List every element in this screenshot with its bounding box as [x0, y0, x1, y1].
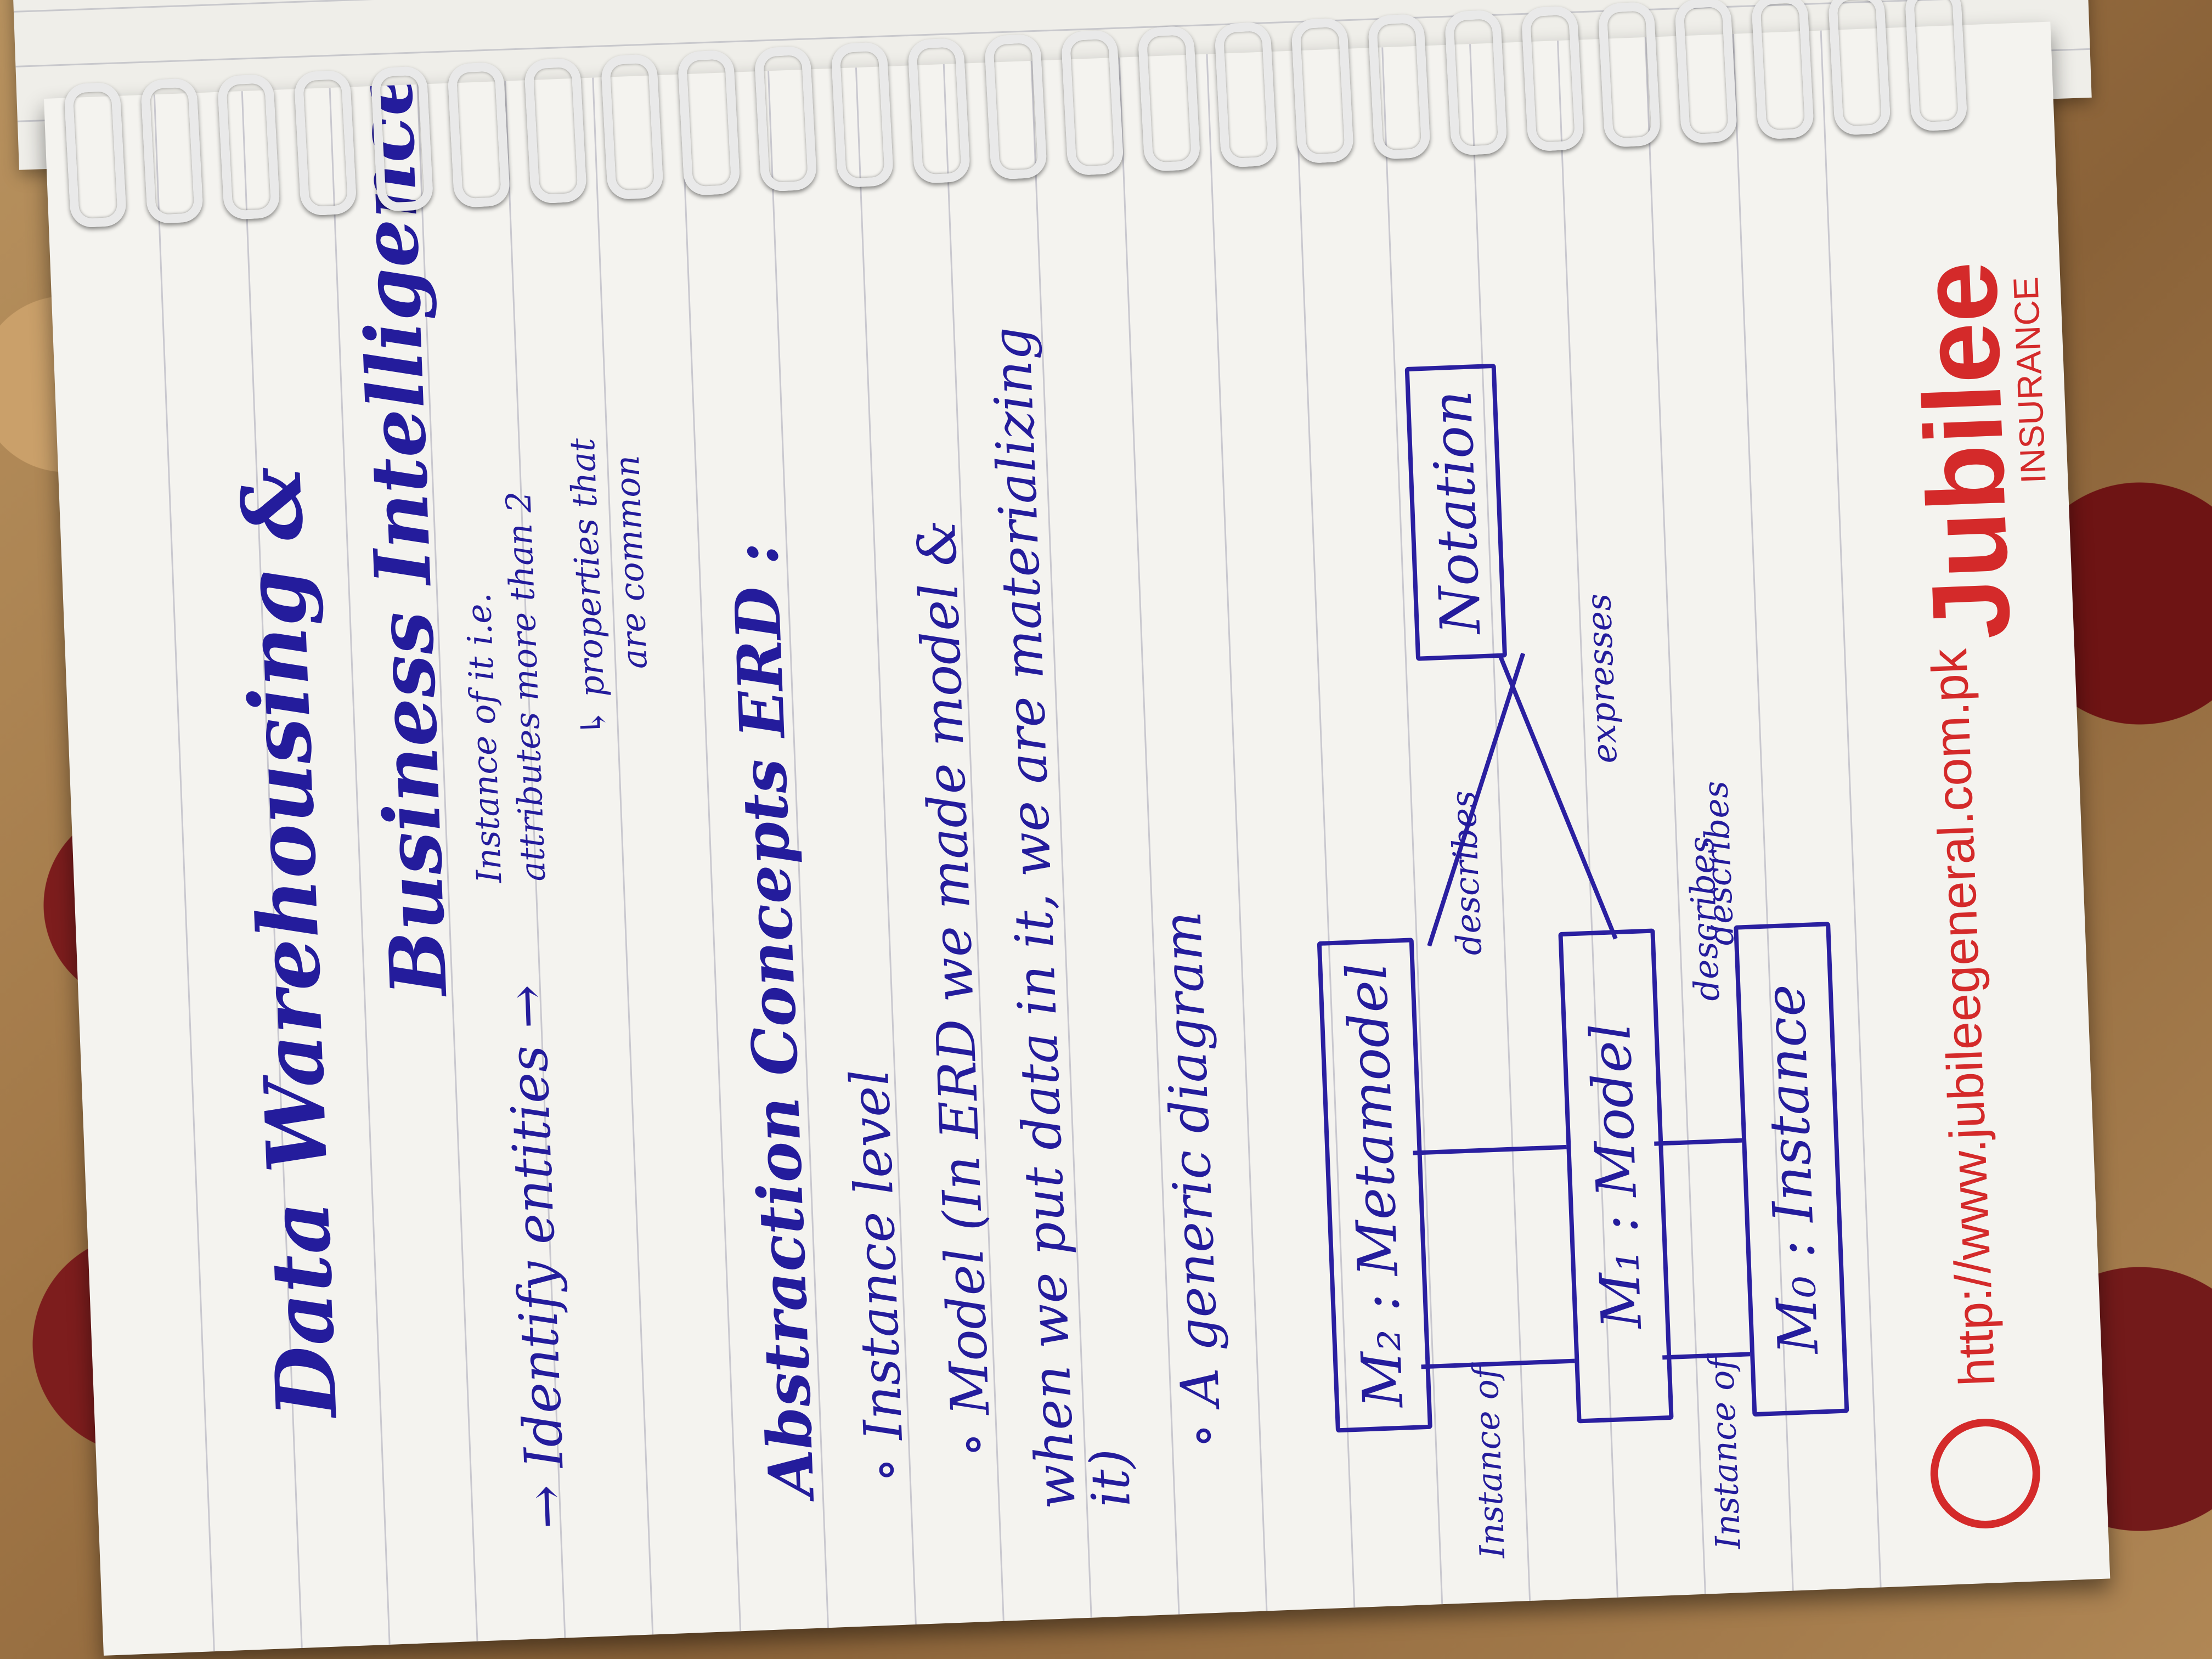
metamodel-label: M₂ : Metamodel [1334, 961, 1415, 1409]
instance-of-label-2: Instance of [1701, 1357, 1748, 1550]
instance-of-label-1: Instance of [1465, 1365, 1513, 1559]
list-item-model-end: it) [1078, 1447, 1142, 1509]
globe-icon [1928, 1417, 2042, 1531]
instance-label: M₀ : Instance [1752, 983, 1831, 1356]
bullet-identify-entities: → Identify entities → [495, 983, 578, 1530]
note-instance: Instance of it i.e. [458, 592, 510, 884]
notation-box: Notation [1404, 363, 1508, 661]
note-properties: ↳ properties that [562, 437, 614, 737]
list-item-generic-diagram: ∘ A generic diagram [1151, 910, 1233, 1450]
list-item-model: ∘ Model (In ERD we made model & [905, 518, 1003, 1459]
list-item-instance-level: ∘ Instance level [839, 1068, 916, 1485]
describes-label-1: describes [1443, 789, 1489, 956]
jubilee-url: http://www.jubileegeneral.com.pk [1921, 647, 2006, 1387]
describes-line-1 [1413, 1144, 1567, 1155]
notebook-page: Data Warehousing & Business Intelligence… [44, 21, 2111, 1656]
page-title: Data Warehousing & [223, 464, 356, 1419]
note-common: are common [606, 454, 655, 670]
describes-line-2 [1654, 1138, 1742, 1146]
handwriting-layer: Data Warehousing & Business Intelligence… [44, 22, 2110, 1656]
metamodel-box: M₂ : Metamodel [1317, 938, 1432, 1433]
model-label: M₁ : Model [1578, 1022, 1654, 1330]
section-heading: Abstraction Concepts ERD : [720, 541, 828, 1499]
notation-label: Notation [1419, 389, 1493, 635]
instance-box: M₀ : Instance [1734, 922, 1849, 1417]
describes-label-3: describes [1695, 780, 1742, 947]
model-box: M₁ : Model [1558, 928, 1674, 1424]
jubilee-insurance-label: INSURANCE [2005, 276, 2053, 484]
expresses-label: expresses [1578, 592, 1625, 765]
logo-sub: INSURANCE [2006, 276, 2053, 484]
